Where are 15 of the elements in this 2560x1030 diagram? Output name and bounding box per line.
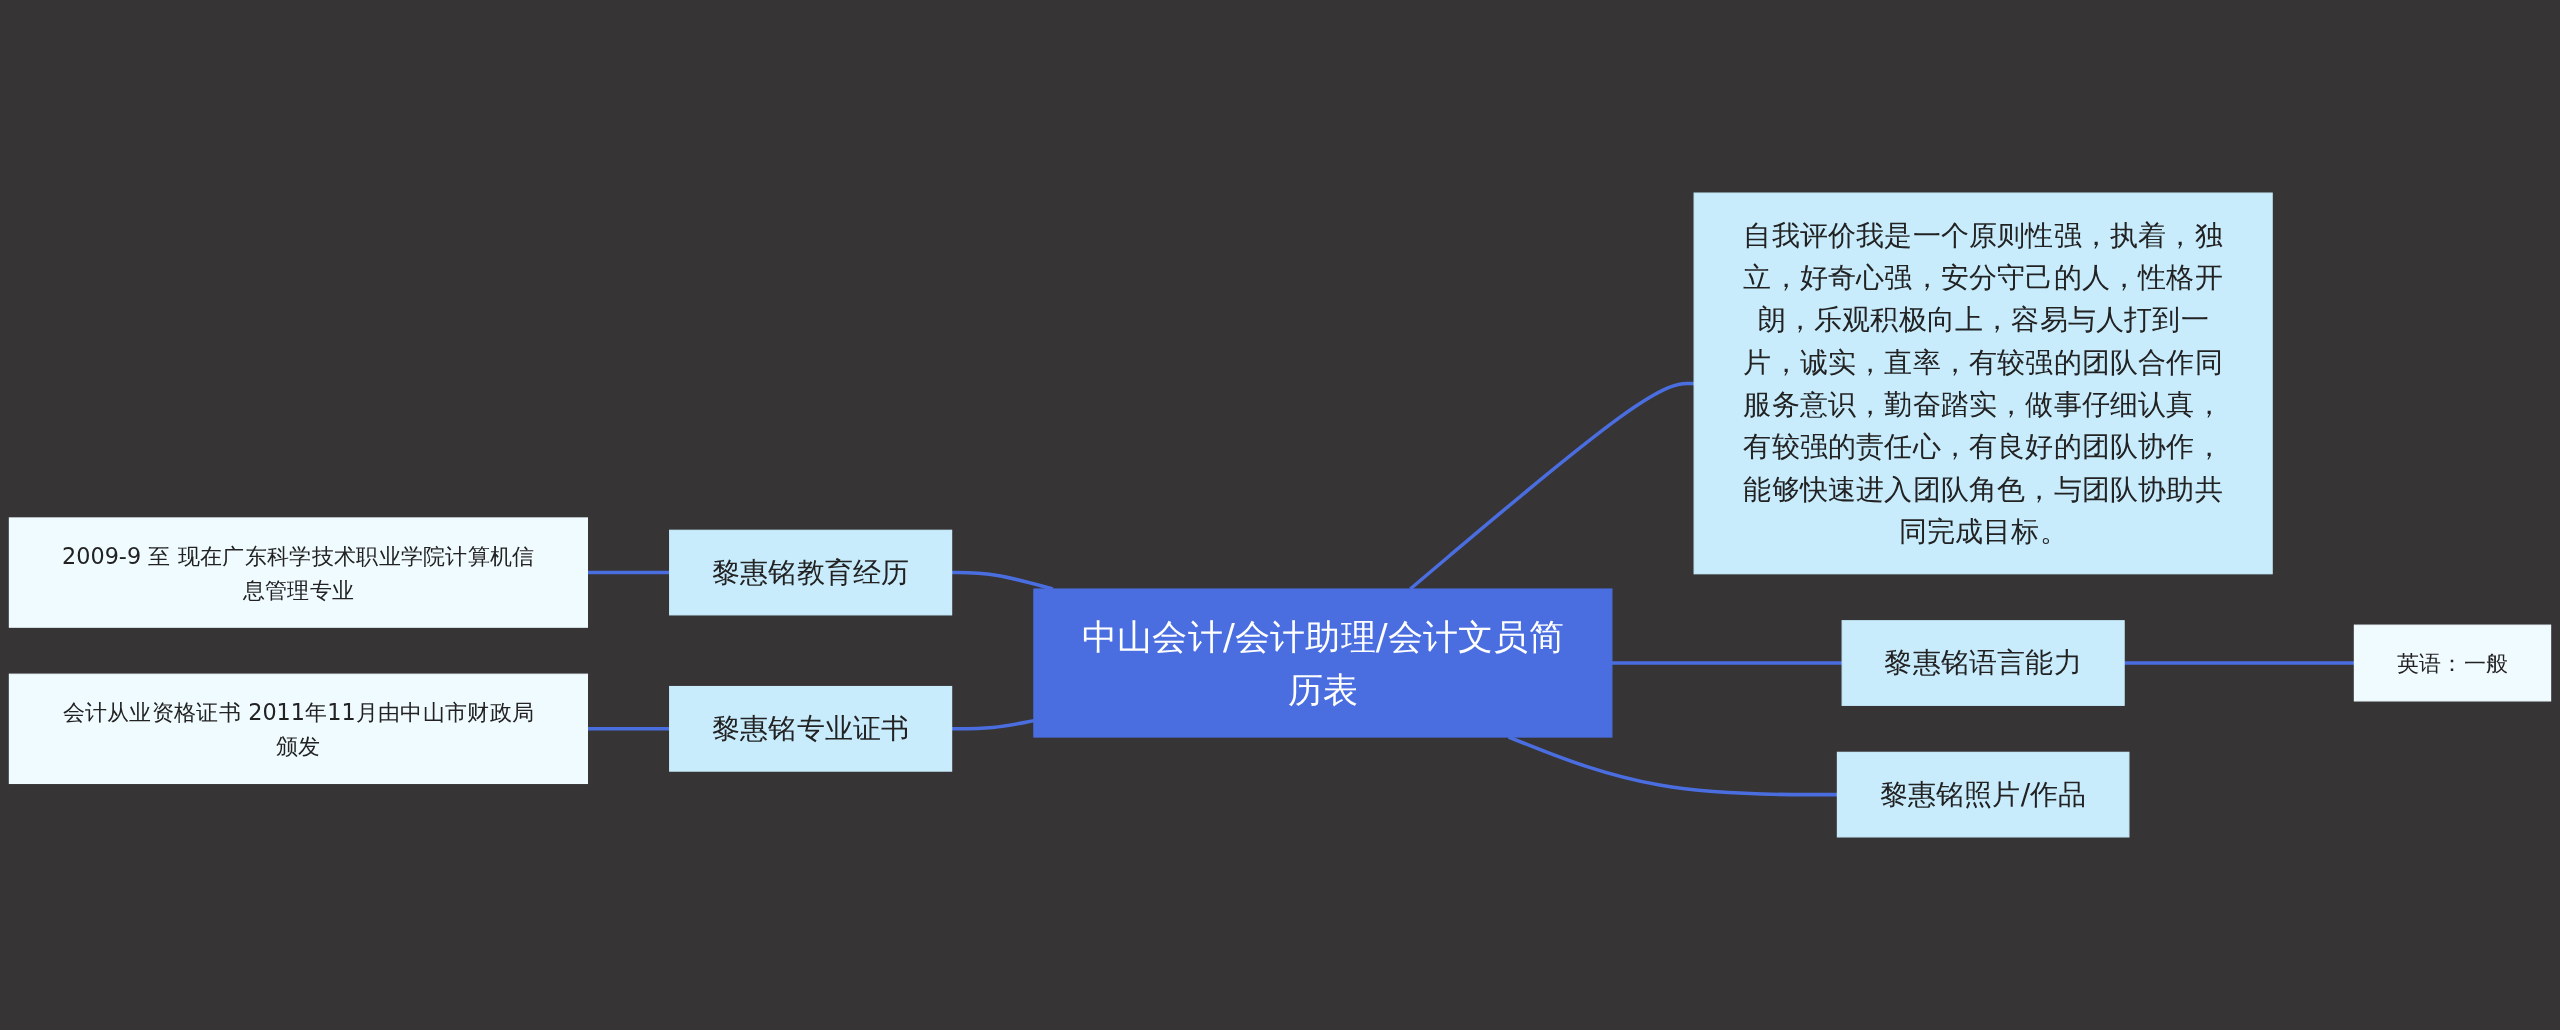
- node-box: 2009-9 至 现在广东科学技术职业学院计算机信息管理专业: [8, 517, 588, 628]
- node-box: 黎惠铭语言能力: [1841, 620, 2125, 706]
- node-box: 自我评价我是一个原则性强，执着，独立，好奇心强，安分守己的人，性格开朗，乐观积极向上，容易与人打到一片，诚实，直率，有较强的团队合作同服务意识，勤奋踏实，做事仔细认真，有较强的责任心，有良好的团队协作，能够快速进入团队角色，与团队协助共同完成目标。: [1693, 192, 2273, 575]
- node-box: 英语：一般: [2353, 624, 2552, 702]
- node-box: 黎惠铭专业证书: [669, 685, 953, 772]
- connector: [1409, 381, 1695, 591]
- connector: [587, 570, 670, 575]
- node-box: 黎惠铭教育经历: [669, 529, 953, 616]
- node-box: 会计从业资格证书 2011年11月由中山市财政局颁发: [8, 673, 588, 785]
- connector: [951, 570, 1054, 591]
- node-box: 黎惠铭照片/作品: [1836, 751, 2130, 838]
- node-box: 中山会计/会计助理/会计文员简历表: [1033, 588, 1613, 738]
- connector: [587, 727, 670, 731]
- connector: [1611, 661, 1843, 665]
- connector: [2124, 661, 2355, 665]
